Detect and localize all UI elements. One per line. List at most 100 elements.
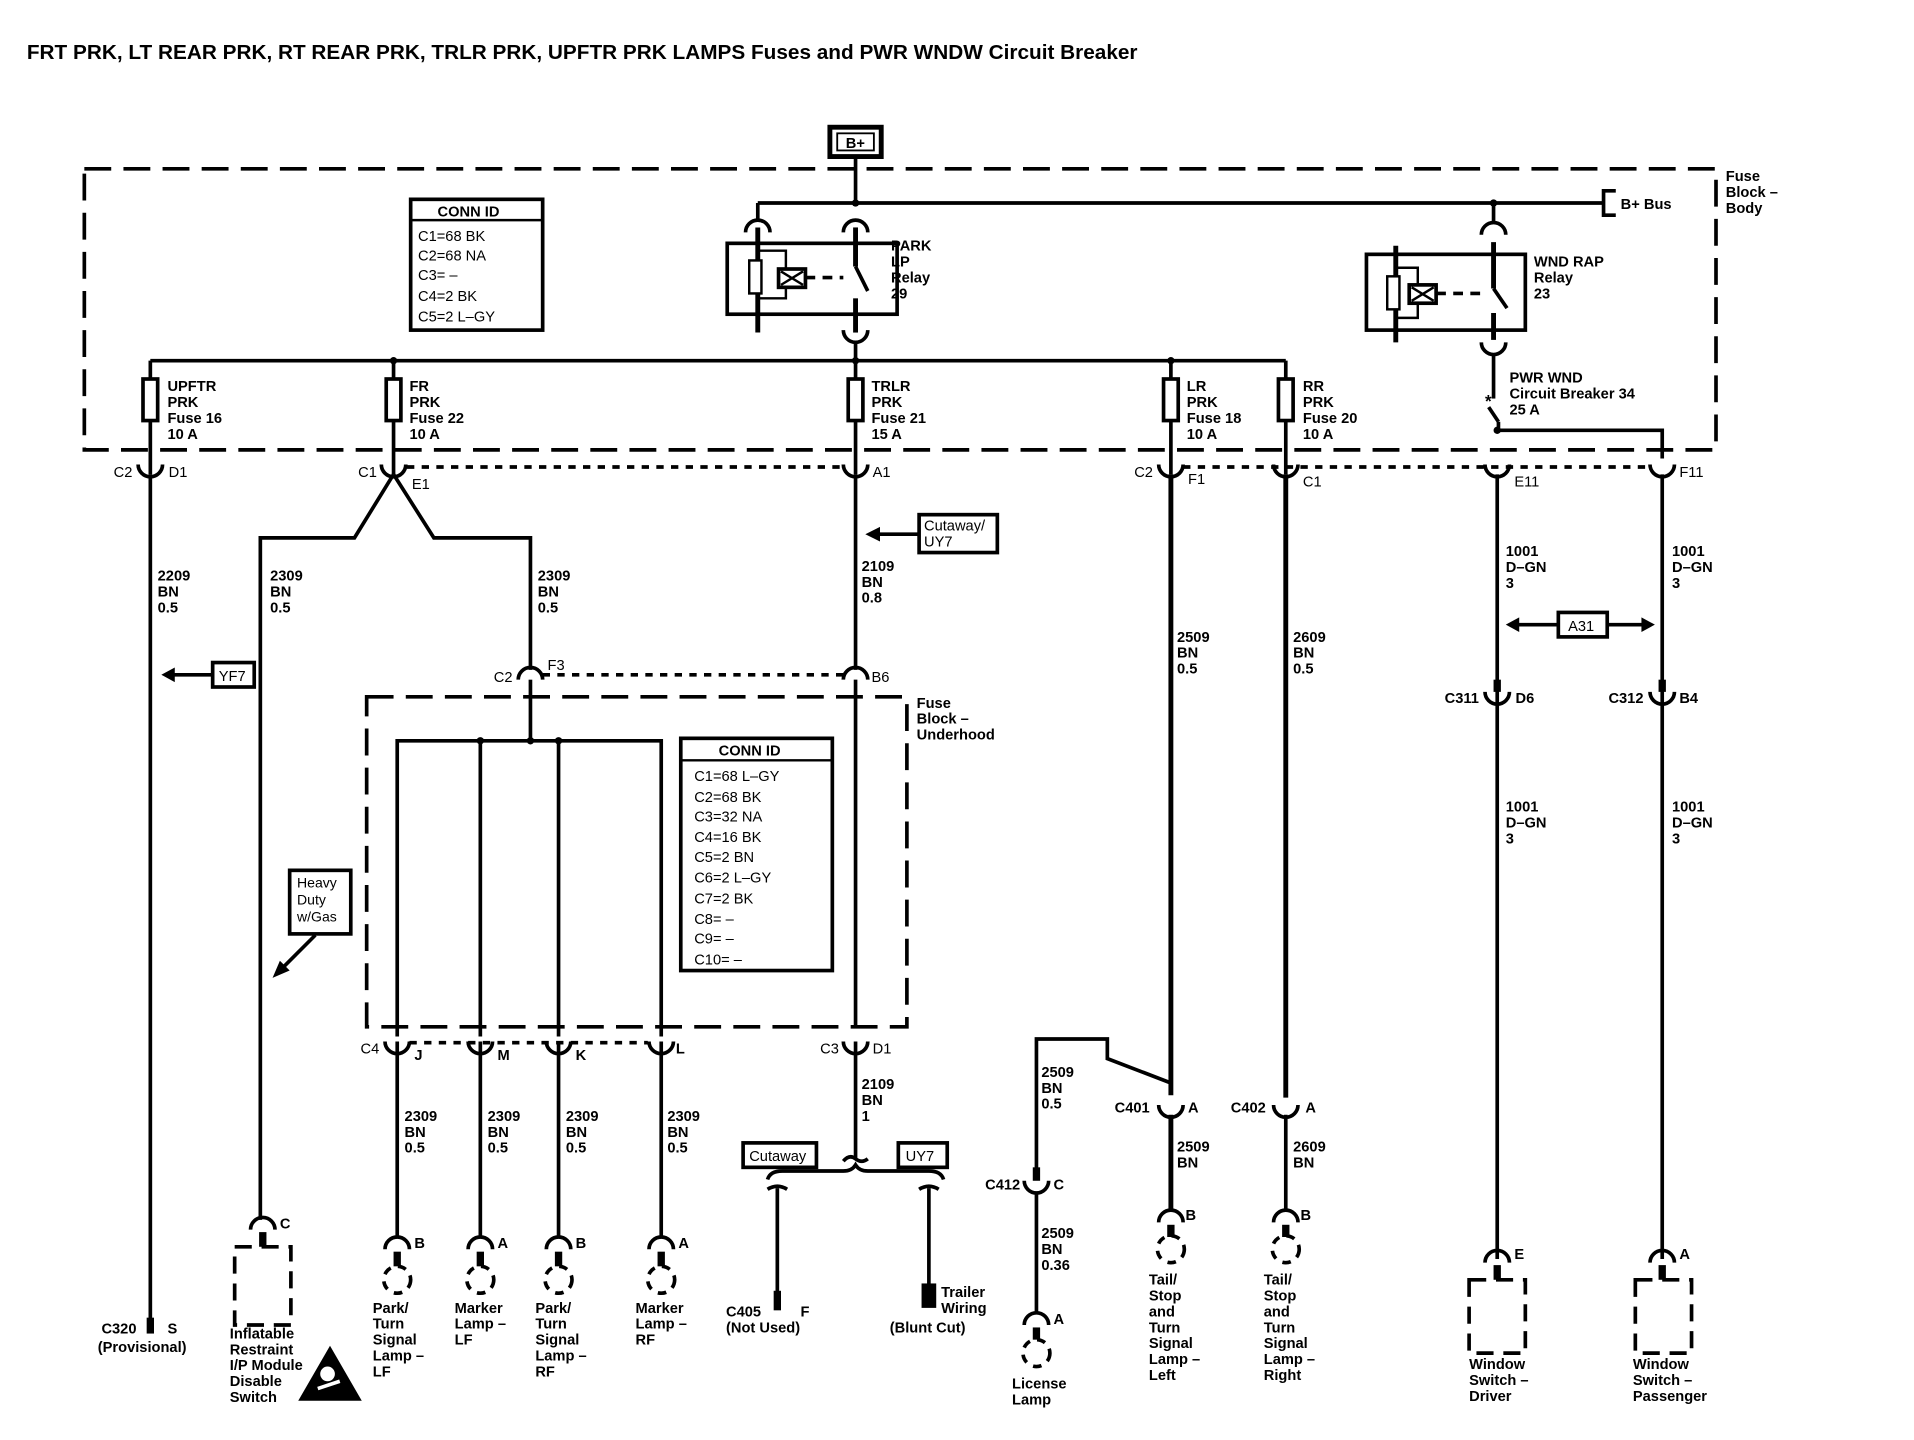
svg-text:S: S [167,1322,177,1338]
svg-text:C1=68 L–GY: C1=68 L–GY [694,769,779,785]
ref-a31[interactable]: A31 [1505,610,1655,639]
c405-not-used: C405 F (Not Used) [726,1184,810,1336]
svg-text:Fuse 18: Fuse 18 [1187,411,1242,427]
svg-text:3: 3 [1672,831,1680,847]
lamp-license: A License Lamp [1012,1310,1067,1408]
svg-text:BN: BN [1293,1155,1314,1171]
svg-text:1: 1 [862,1109,870,1125]
svg-text:BN: BN [1293,646,1314,662]
svg-text:BN: BN [1041,1081,1062,1097]
svg-text:C401: C401 [1115,1100,1150,1116]
svg-text:CONN ID: CONN ID [719,743,781,759]
svg-text:RR: RR [1303,379,1325,395]
svg-text:C3=32 NA: C3=32 NA [694,809,762,825]
svg-text:A1: A1 [873,465,891,481]
svg-text:E1: E1 [412,477,430,493]
svg-text:PRK: PRK [1187,395,1218,411]
svg-text:2309: 2309 [270,569,303,585]
svg-text:D1: D1 [873,1042,892,1058]
svg-text:C311: C311 [1445,691,1479,707]
option-uy7[interactable]: UY7 [896,1141,950,1170]
lamp-marker-rf: A Marker Lamp – RF [636,1235,689,1349]
svg-text:A: A [1054,1312,1065,1328]
svg-text:and: and [1264,1304,1290,1320]
svg-text:BN: BN [270,585,291,601]
c402-connector: C402 A [1231,1100,1316,1120]
diagram-title: FRT PRK, LT REAR PRK, RT REAR PRK, TRLR … [27,41,1138,64]
svg-text:2309: 2309 [566,1109,599,1125]
svg-text:C2=68 NA: C2=68 NA [418,248,486,264]
svg-text:C320: C320 [101,1322,136,1338]
c311-connector: C311 D6 [1445,679,1534,707]
svg-text:0.5: 0.5 [1041,1097,1061,1113]
svg-text:Left: Left [1149,1368,1176,1384]
svg-text:I/P Module: I/P Module [230,1358,303,1374]
svg-text:10 A: 10 A [1187,427,1218,443]
ref-yf7[interactable]: YF7 [161,660,257,689]
svg-text:C2: C2 [114,465,133,481]
svg-text:C1: C1 [358,465,377,481]
svg-text:Signal: Signal [1149,1336,1193,1352]
svg-text:FR: FR [409,379,429,395]
ref-heavy-duty-wgas[interactable]: Heavy Duty w/Gas [272,868,353,978]
svg-text:Turn: Turn [373,1317,405,1333]
svg-text:UPFTR: UPFTR [167,379,216,395]
svg-text:Cutaway/: Cutaway/ [924,519,986,535]
svg-text:BN: BN [862,575,883,591]
cb-label-3: 25 A [1509,402,1540,418]
svg-text:A: A [1188,1100,1199,1116]
svg-text:Fuse 21: Fuse 21 [871,411,926,427]
svg-text:C3= –: C3= – [418,268,458,284]
ref-cutaway-uy7[interactable]: Cutaway/ UY7 [865,512,1000,555]
svg-text:0.5: 0.5 [667,1141,687,1157]
svg-text:C4: C4 [361,1042,380,1058]
option-cutaway[interactable]: Cutaway [741,1141,819,1170]
svg-text:0.36: 0.36 [1041,1258,1070,1274]
svg-text:C2: C2 [494,670,513,686]
svg-text:Stop: Stop [1264,1289,1297,1305]
svg-text:Switch –: Switch – [1633,1373,1692,1389]
svg-text:UY7: UY7 [906,1149,935,1165]
svg-text:2209: 2209 [158,569,191,585]
fuse-block-underhood-label: Fuse Block – Underhood [917,696,995,744]
svg-text:C2=68 BK: C2=68 BK [694,790,761,806]
svg-text:PRK: PRK [871,395,902,411]
svg-text:C4=2 BK: C4=2 BK [418,289,477,305]
relay-park-label-3: Relay [891,270,931,286]
svg-text:D–GN: D–GN [1506,816,1547,832]
park-lp-relay: PARK LP Relay 29 [725,203,932,362]
svg-text:RF: RF [535,1364,555,1380]
svg-text:C6=2 L–GY: C6=2 L–GY [694,871,771,887]
b-plus-bus-label: B+ Bus [1621,197,1672,213]
svg-text:C10= –: C10= – [694,952,743,968]
svg-text:Heavy: Heavy [297,874,337,890]
svg-text:C312: C312 [1608,691,1643,707]
c312-connector: C312 B4 [1608,679,1699,707]
svg-text:1001: 1001 [1672,544,1705,560]
relay-park-label-2: LP [891,255,910,271]
svg-text:BN: BN [1041,1242,1062,1258]
svg-text:C412: C412 [985,1177,1020,1193]
svg-text:1001: 1001 [1506,800,1539,816]
relay-wnd-label-1: WND RAP [1534,255,1604,271]
svg-text:2509: 2509 [1041,1226,1074,1242]
svg-text:C1: C1 [1303,475,1322,491]
svg-text:Turn: Turn [1264,1320,1296,1336]
svg-text:Lamp –: Lamp – [1264,1352,1315,1368]
svg-text:LF: LF [373,1364,391,1380]
power-source-label: B+ [846,136,865,152]
window-switch-passenger: A Window Switch – Passenger [1633,1247,1707,1405]
svg-text:K: K [576,1048,587,1064]
svg-text:L: L [676,1042,685,1058]
svg-text:10 A: 10 A [409,427,440,443]
relay-wnd-label-2: Relay [1534,270,1574,286]
wire-fr-right [392,473,533,670]
relay-wnd-label-3: 23 [1534,286,1550,302]
c320-provisional: C320 S (Provisional) [98,1317,187,1356]
svg-text:A31: A31 [1568,619,1594,635]
relay-park-label-1: PARK [891,239,932,255]
svg-text:Stop: Stop [1149,1289,1182,1305]
svg-text:E: E [1514,1247,1524,1263]
svg-text:Window: Window [1633,1357,1690,1373]
